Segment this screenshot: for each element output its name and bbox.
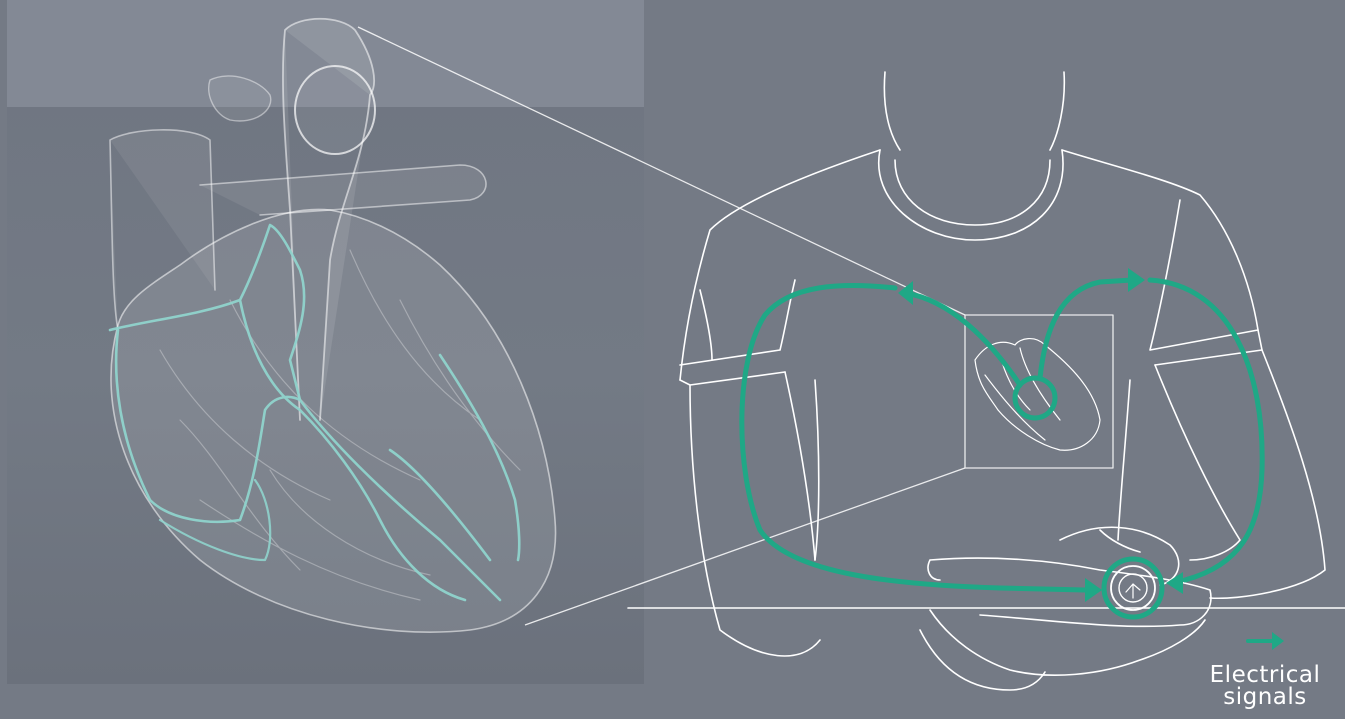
- electrical-signal-path: [742, 280, 1262, 617]
- pulmonary-vessel: [200, 165, 486, 215]
- signal-left-loop: [742, 285, 1085, 590]
- collar: [879, 150, 1063, 240]
- upper-vessel: [209, 76, 271, 121]
- small-heart: [975, 339, 1100, 451]
- torso: [815, 380, 1130, 560]
- aorta-opening: [295, 66, 375, 154]
- legend-label: Electrical signals: [1190, 664, 1340, 708]
- neck: [884, 72, 1064, 150]
- heart-illustration: [110, 19, 556, 632]
- lower-forearm: [928, 558, 1211, 626]
- legend: Electrical signals: [1190, 626, 1340, 716]
- watch-hands: [1126, 584, 1140, 598]
- arrow-right-icon: [1246, 626, 1286, 656]
- person-outline: [628, 72, 1345, 690]
- left-sleeve: [680, 280, 795, 385]
- arrowhead-to-watch-left: [1085, 578, 1102, 602]
- right-arm: [1155, 350, 1325, 598]
- arrowhead-up-right: [1128, 268, 1145, 292]
